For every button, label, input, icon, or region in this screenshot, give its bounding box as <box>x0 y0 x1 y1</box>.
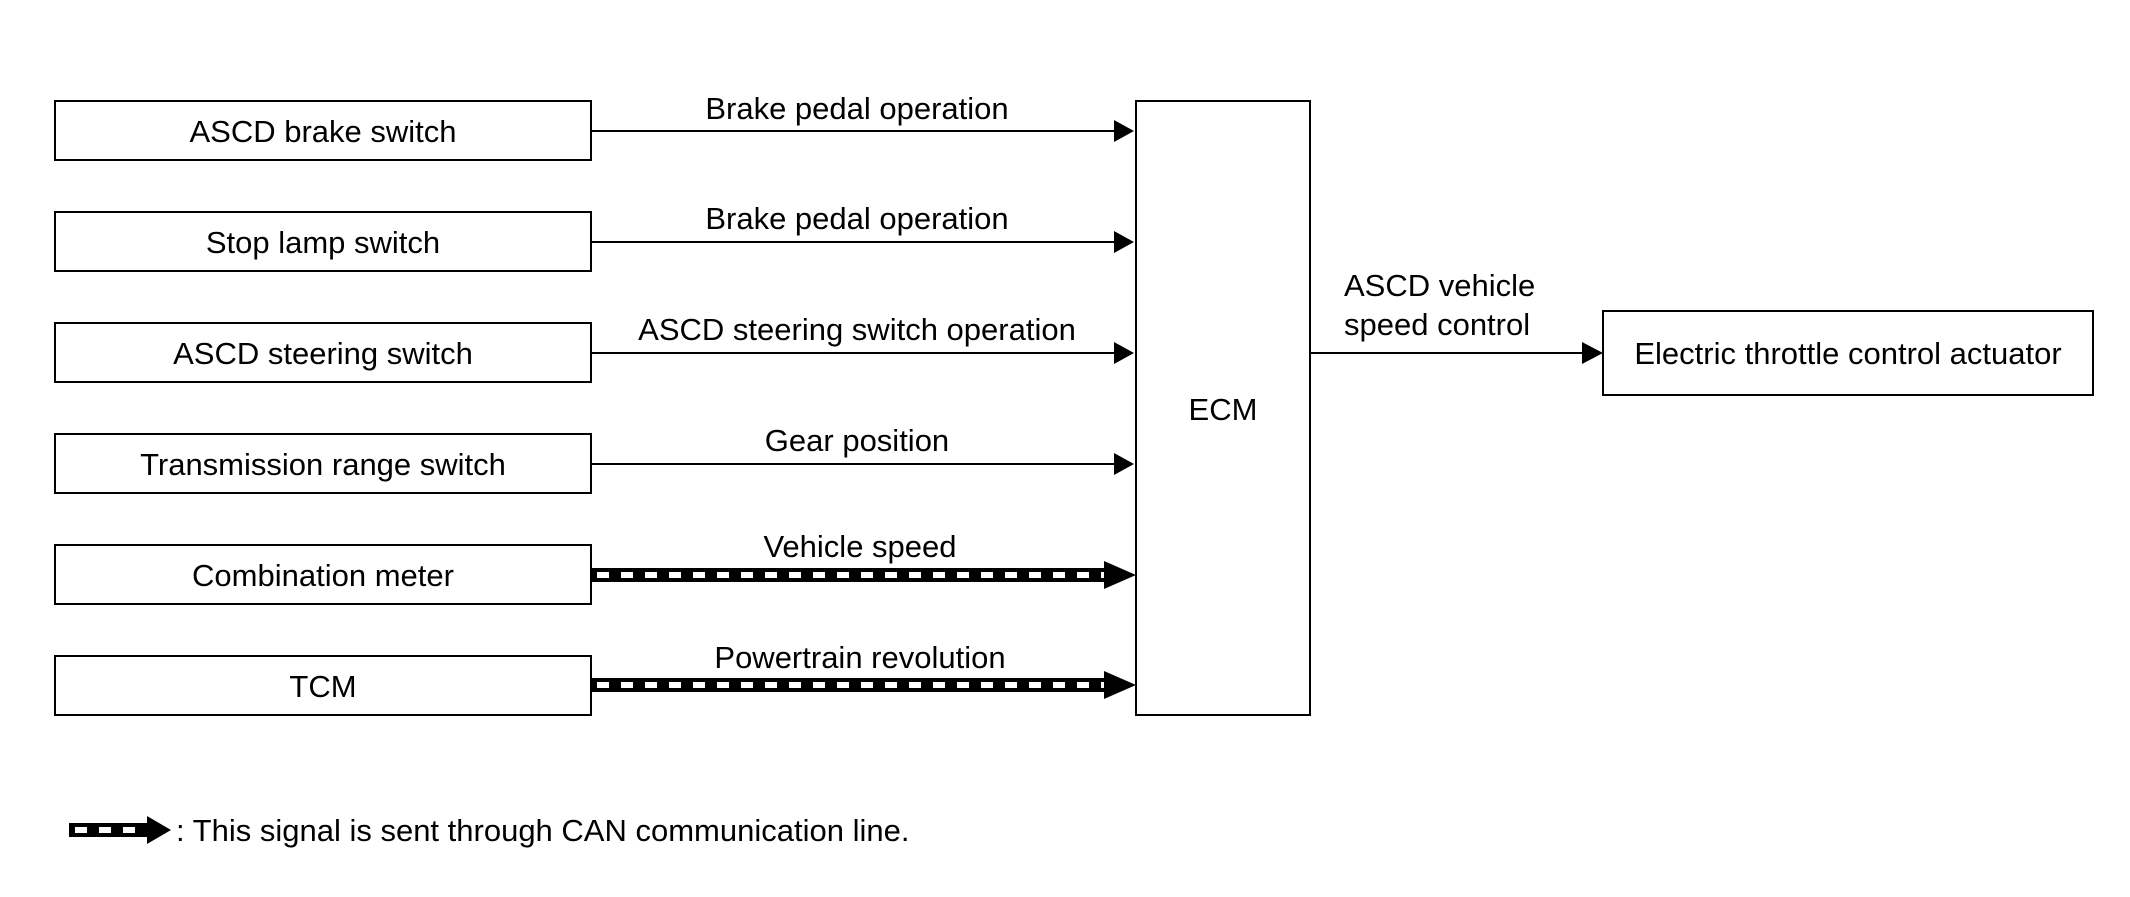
powertrain-revolution-signal-label: Powertrain revolution <box>714 640 1005 675</box>
transmission-range-switch-box <box>54 433 592 494</box>
ascd-steering-switch-box <box>54 322 592 383</box>
ecm-block: ECM <box>1135 100 1311 716</box>
legend: : This signal is sent through CAN commun… <box>69 813 909 848</box>
ascd-speed-control-label-line1: ASCD vehicle <box>1344 268 1535 303</box>
tcm-label: TCM <box>289 669 356 704</box>
input-row-ascd-steering-switch: ASCD steering switch ASCD steering switc… <box>54 312 1134 383</box>
output-row-throttle-actuator: ASCD vehicle speed control Electric thro… <box>1310 268 2094 396</box>
ascd-speed-control-arrow-head <box>1582 342 1603 364</box>
electric-throttle-actuator-box <box>1602 310 2094 396</box>
ecm-label: ECM <box>1189 392 1258 427</box>
input-row-stop-lamp-switch: Stop lamp switch Brake pedal operation <box>54 201 1134 272</box>
combination-meter-label: Combination meter <box>192 558 454 593</box>
combination-meter-box <box>54 544 592 605</box>
input-row-ascd-brake-switch: ASCD brake switch Brake pedal operation <box>54 91 1134 161</box>
stop-lamp-switch-box <box>54 211 592 272</box>
powertrain-revolution-arrow-head <box>1104 671 1136 699</box>
brake-switch-signal-label: Brake pedal operation <box>705 91 1008 126</box>
steering-switch-arrow-head <box>1114 342 1134 364</box>
input-row-transmission-range-switch: Transmission range switch Gear position <box>54 423 1134 494</box>
vehicle-speed-arrow-head <box>1104 561 1136 589</box>
steering-switch-signal-label: ASCD steering switch operation <box>638 312 1076 347</box>
stop-lamp-signal-label: Brake pedal operation <box>705 201 1008 236</box>
ascd-brake-switch-box <box>54 100 592 161</box>
tcm-box <box>54 655 592 716</box>
ecm-box <box>1135 100 1311 716</box>
vehicle-speed-signal-label: Vehicle speed <box>763 529 956 564</box>
input-row-tcm: TCM Powertrain revolution <box>54 640 1136 716</box>
transmission-range-switch-label: Transmission range switch <box>140 447 506 482</box>
input-row-combination-meter: Combination meter Vehicle speed <box>54 529 1136 605</box>
gear-position-signal-label: Gear position <box>765 423 949 458</box>
stop-lamp-switch-label: Stop lamp switch <box>206 225 440 260</box>
ascd-speed-control-label-line2: speed control <box>1344 307 1530 342</box>
gear-position-arrow-head <box>1114 453 1134 475</box>
ascd-brake-switch-label: ASCD brake switch <box>189 114 456 149</box>
legend-arrow-head <box>147 816 171 844</box>
ascd-steering-switch-label: ASCD steering switch <box>173 336 473 371</box>
legend-text: : This signal is sent through CAN commun… <box>176 813 909 848</box>
brake-switch-arrow-head <box>1114 120 1134 142</box>
stop-lamp-arrow-head <box>1114 231 1134 253</box>
electric-throttle-actuator-label: Electric throttle control actuator <box>1634 336 2061 371</box>
